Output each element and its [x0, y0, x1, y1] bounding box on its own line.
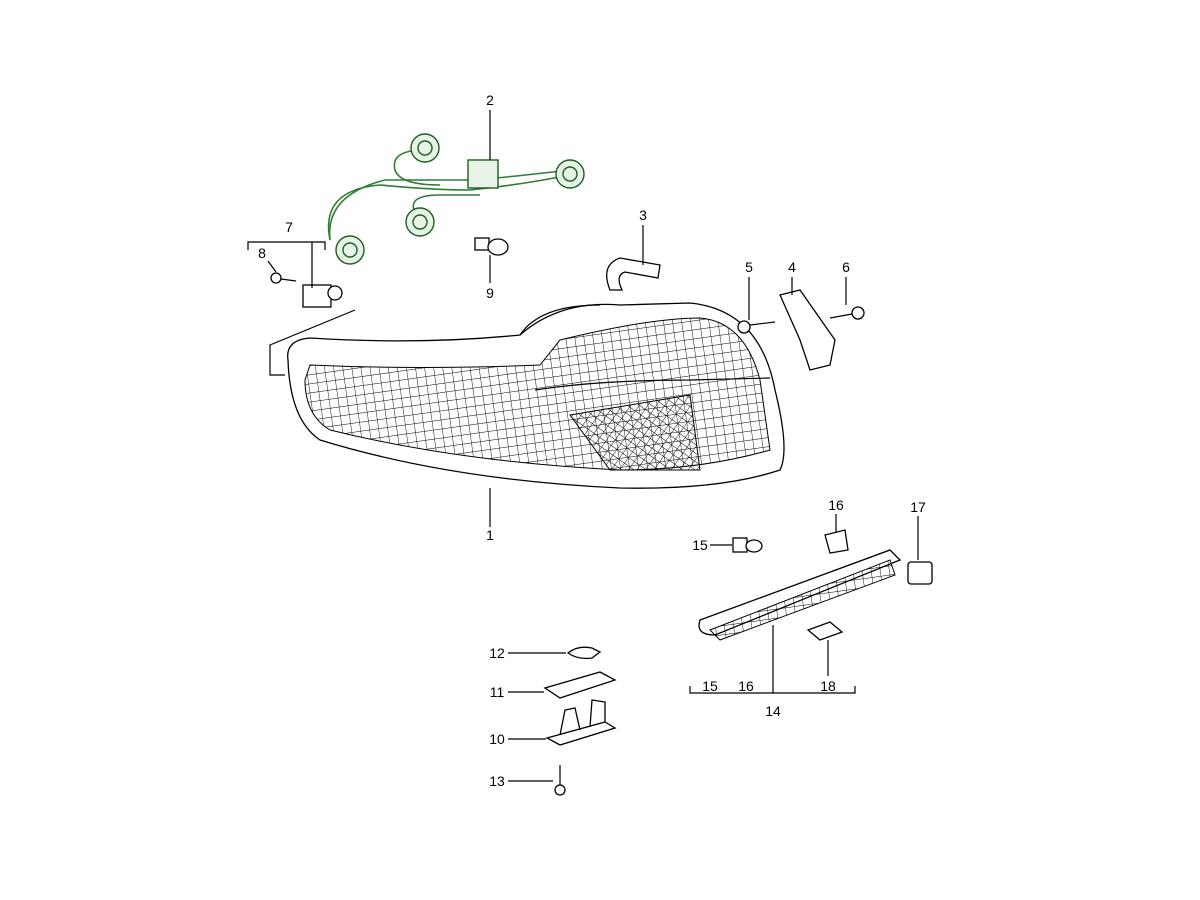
hose — [606, 257, 661, 291]
callout-8: 8 — [258, 245, 266, 261]
bulb-9 — [474, 237, 509, 256]
clip-16 — [824, 529, 849, 554]
bulb-15 — [732, 537, 763, 553]
callout-12: 12 — [489, 645, 505, 661]
housing-10 — [545, 699, 617, 746]
screw-13 — [554, 765, 566, 796]
callout-11: 11 — [490, 684, 505, 700]
bulb-12 — [566, 646, 602, 660]
callout-17: 17 — [910, 499, 926, 515]
callout-16: 16 — [828, 497, 844, 513]
mounting-bracket — [779, 289, 836, 371]
screw-6 — [829, 306, 865, 320]
callout-13: 13 — [489, 773, 505, 789]
wiring-harness — [327, 133, 585, 265]
leader-lines — [247, 110, 919, 782]
lens-11 — [543, 671, 617, 699]
callout-14: 14 — [765, 703, 781, 719]
callout-10: 10 — [489, 731, 505, 747]
callout-9: 9 — [486, 285, 494, 301]
callout-16-group: 16 — [738, 678, 754, 694]
callout-5: 5 — [745, 259, 753, 275]
pad-18 — [806, 621, 844, 641]
callout-18: 18 — [820, 678, 836, 694]
callout-1: 1 — [486, 527, 494, 543]
third-brake-light — [698, 549, 902, 641]
callout-6: 6 — [842, 259, 850, 275]
screw-8 — [270, 272, 297, 284]
tail-light-lens — [287, 302, 785, 489]
screw-5 — [737, 320, 776, 334]
callout-4: 4 — [788, 259, 796, 275]
bulb-holder-7 — [302, 284, 343, 308]
callout-15-group: 15 — [702, 678, 718, 694]
callout-7: 7 — [285, 219, 293, 235]
callout-15: 15 — [692, 537, 708, 553]
cap-17 — [907, 561, 933, 585]
callout-2: 2 — [486, 92, 494, 108]
callout-3: 3 — [639, 207, 647, 223]
